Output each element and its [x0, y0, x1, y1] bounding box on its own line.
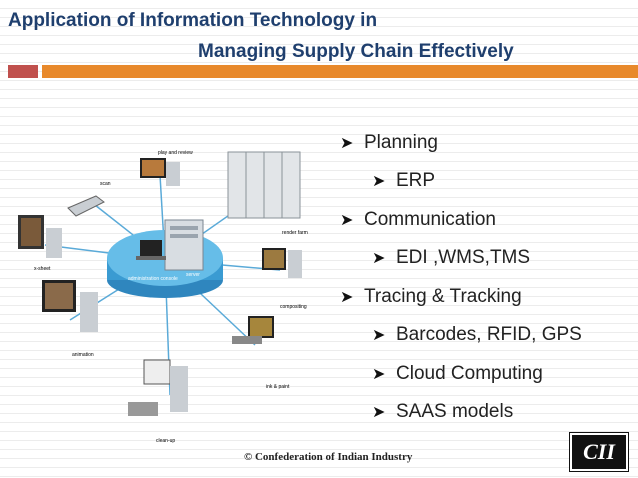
- scanner-icon: [67, 195, 105, 217]
- slide-title-line1: Application of Information Technology in: [8, 10, 378, 31]
- bullet-text: Barcodes, RFID, GPS: [396, 324, 582, 345]
- bullet-item-tracing: ➤ Tracing & Tracking: [340, 286, 522, 308]
- arrow-bullet-icon: ➤: [372, 250, 386, 267]
- network-diagram: administration console server play and r…: [18, 150, 308, 444]
- hub-label-server: server: [186, 272, 200, 278]
- node-label-ink-paint: ink & paint: [266, 384, 290, 390]
- node-label-play-review: play and review: [158, 150, 193, 156]
- workstation-icon-play-review: [140, 158, 180, 186]
- server-icon: [164, 219, 204, 271]
- slide-title-line2: Managing Supply Chain Effectively: [198, 41, 514, 62]
- accent-bar-red: [8, 65, 38, 78]
- bullet-item-barcodes: ➤ Barcodes, RFID, GPS: [372, 324, 582, 346]
- bullet-text: EDI ,WMS,TMS: [396, 247, 531, 268]
- admin-laptop-icon: [136, 240, 166, 260]
- workstation-icon-animation: [42, 280, 98, 332]
- bullet-item-edi: ➤ EDI ,WMS,TMS: [372, 247, 530, 269]
- accent-bar-orange: [42, 65, 638, 78]
- node-label-clean-up: clean-up: [156, 438, 175, 444]
- node-label-scan: scan: [100, 181, 111, 187]
- node-label-animation: animation: [72, 352, 94, 358]
- workstation-icon-x-sheet: [18, 215, 62, 258]
- bullet-text: Tracing & Tracking: [364, 286, 522, 307]
- arrow-bullet-icon: ➤: [340, 212, 354, 229]
- arrow-bullet-icon: ➤: [372, 173, 386, 190]
- bullet-text: ERP: [396, 170, 436, 191]
- bullet-text: Planning: [364, 132, 438, 153]
- arrow-bullet-icon: ➤: [340, 289, 354, 306]
- arrow-bullet-icon: ➤: [372, 327, 386, 344]
- bullet-text: Communication: [364, 209, 496, 230]
- workstation-icon-compositing: [262, 248, 302, 278]
- copyright-footer: © Confederation of Indian Industry: [244, 451, 413, 463]
- workstation-icon-clean-up: [128, 359, 188, 416]
- bullet-text: Cloud Computing: [396, 363, 543, 384]
- node-label-render-farm: render farm: [282, 230, 308, 236]
- node-label-x-sheet: x-sheet: [34, 266, 51, 272]
- render-farm-icon: [227, 151, 301, 219]
- bullet-text: SAAS models: [396, 401, 514, 422]
- arrow-bullet-icon: ➤: [372, 366, 386, 383]
- bullet-item-erp: ➤ ERP: [372, 170, 435, 192]
- cii-logo: CII: [569, 432, 629, 472]
- bullet-item-cloud: ➤ Cloud Computing: [372, 363, 543, 385]
- bullet-item-planning: ➤ Planning: [340, 132, 438, 154]
- arrow-bullet-icon: ➤: [372, 404, 386, 421]
- node-label-compositing: compositing: [280, 304, 307, 310]
- workstation-icon-ink-paint: [232, 316, 274, 344]
- bullet-item-saas: ➤ SAAS models: [372, 401, 513, 423]
- arrow-bullet-icon: ➤: [340, 135, 354, 152]
- bullet-item-communication: ➤ Communication: [340, 209, 496, 231]
- hub-label-admin: administration console: [128, 276, 178, 282]
